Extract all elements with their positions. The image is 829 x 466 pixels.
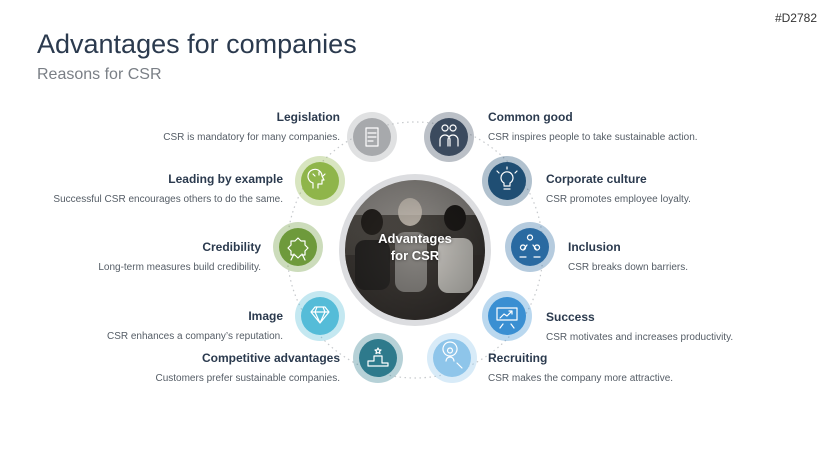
item-title: Inclusion bbox=[568, 240, 621, 254]
icon-disc bbox=[279, 228, 317, 266]
people-group-icon bbox=[424, 112, 474, 162]
item-description: CSR makes the company more attractive. bbox=[488, 373, 674, 384]
team-network-icon bbox=[505, 222, 555, 272]
item-title: Success bbox=[546, 310, 595, 324]
item-inclusion: Inclusion CSR breaks down barriers. bbox=[568, 240, 688, 275]
lightbulb-icon-glyph bbox=[496, 166, 518, 190]
law-book-icon-glyph bbox=[365, 127, 379, 147]
item-recruiting: Recruiting CSR makes the company more at… bbox=[488, 351, 673, 386]
item-description: CSR promotes employee loyalty. bbox=[546, 194, 691, 205]
page-subtitle: Reasons for CSR bbox=[37, 66, 162, 83]
item-title: Legislation bbox=[276, 110, 340, 124]
people-group-icon-glyph bbox=[439, 124, 459, 147]
icon-disc bbox=[301, 162, 339, 200]
item-title: Competitive advantages bbox=[201, 351, 340, 365]
item-competitive-advantages: Competitive advantages Customers prefer … bbox=[155, 351, 340, 386]
center-label-line2: for CSR bbox=[390, 248, 440, 263]
item-description: CSR motivates and increases productivity… bbox=[546, 332, 734, 343]
idea-head-icon-glyph bbox=[307, 168, 326, 189]
item-description: Customers prefer sustainable companies. bbox=[155, 373, 340, 384]
growth-chart-icon-glyph bbox=[496, 307, 518, 329]
magnifier-person-icon-glyph bbox=[442, 341, 463, 369]
item-title: Recruiting bbox=[488, 351, 548, 365]
item-title: Leading by example bbox=[168, 172, 283, 186]
team-network-icon-glyph bbox=[519, 234, 541, 258]
award-badge-icon bbox=[273, 222, 323, 272]
slide-id: #D2782 bbox=[774, 11, 817, 25]
podium-icon bbox=[353, 333, 403, 383]
item-title: Image bbox=[248, 309, 283, 323]
item-legislation: Legislation CSR is mandatory for many co… bbox=[163, 110, 340, 145]
podium-icon-glyph bbox=[367, 347, 389, 367]
item-description: Long-term measures build credibility. bbox=[98, 262, 261, 273]
item-title: Corporate culture bbox=[546, 172, 647, 186]
growth-chart-icon bbox=[482, 291, 532, 341]
item-image: Image CSR enhances a company’s reputatio… bbox=[107, 309, 283, 344]
icon-disc bbox=[511, 228, 549, 266]
item-description: CSR inspires people to take sustainable … bbox=[488, 132, 698, 143]
item-description: Successful CSR encourages others to do t… bbox=[53, 194, 283, 205]
magnifier-person-icon bbox=[427, 333, 477, 383]
item-common-good: Common good CSR inspires people to take … bbox=[488, 110, 698, 145]
diamond-icon bbox=[295, 291, 345, 341]
item-credibility: Credibility Long-term measures build cre… bbox=[98, 240, 261, 275]
center-label: Advantages for CSR bbox=[360, 230, 470, 264]
item-title: Common good bbox=[488, 110, 573, 124]
item-leading-by-example: Leading by example Successful CSR encour… bbox=[53, 172, 283, 207]
page-title: Advantages for companies bbox=[37, 29, 357, 59]
diamond-icon-glyph bbox=[310, 306, 330, 324]
icon-disc bbox=[301, 297, 339, 335]
lightbulb-icon bbox=[482, 156, 532, 206]
item-corporate-culture: Corporate culture CSR promotes employee … bbox=[546, 172, 691, 207]
item-description: CSR enhances a company’s reputation. bbox=[106, 331, 283, 342]
icon-disc bbox=[359, 339, 397, 377]
idea-head-icon bbox=[295, 156, 345, 206]
law-book-icon bbox=[347, 112, 397, 162]
item-description: CSR breaks down barriers. bbox=[568, 262, 689, 273]
award-badge-icon-glyph bbox=[287, 237, 309, 261]
item-title: Credibility bbox=[202, 240, 261, 254]
item-success: Success CSR motivates and increases prod… bbox=[546, 310, 733, 345]
center-label-line1: Advantages bbox=[378, 231, 452, 246]
item-description: CSR is mandatory for many companies. bbox=[163, 132, 340, 143]
